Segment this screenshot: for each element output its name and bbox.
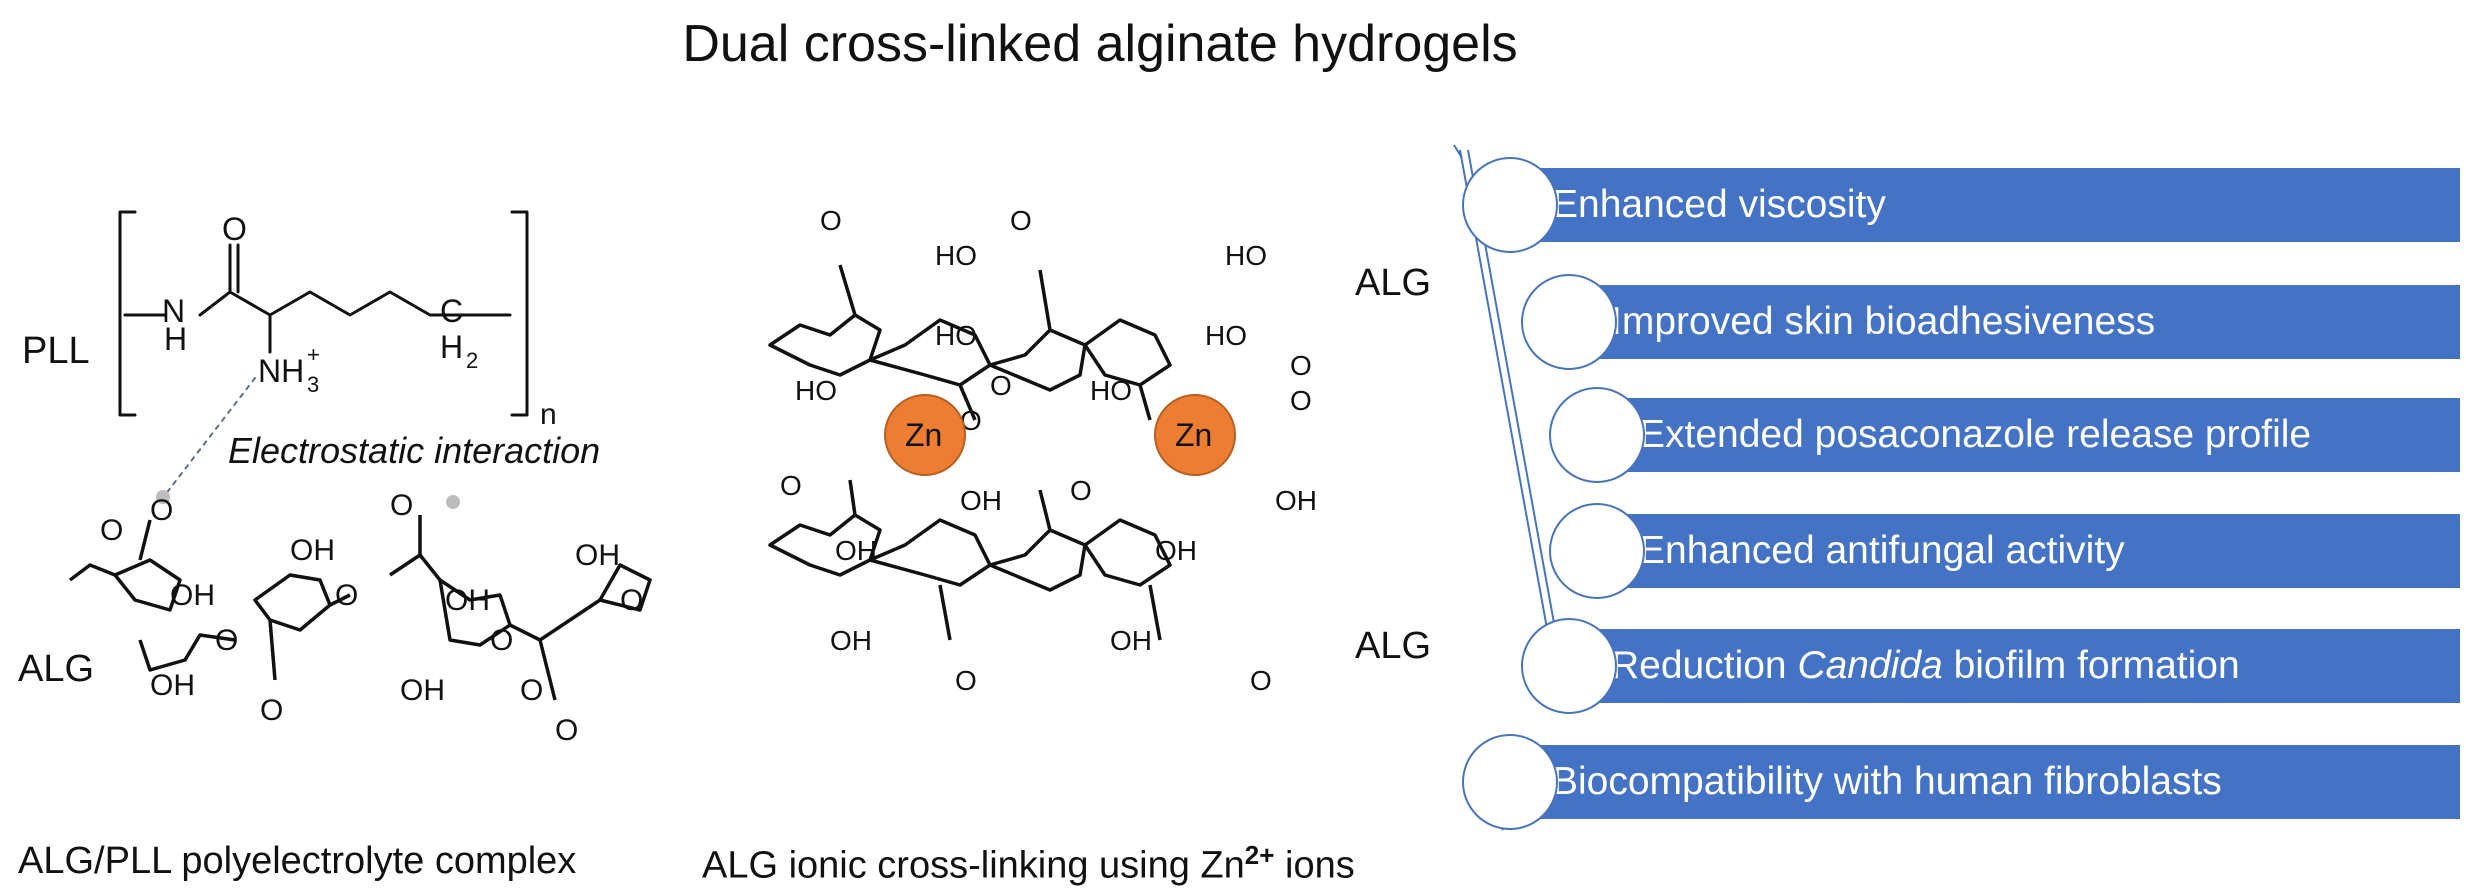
svg-text:O: O <box>620 584 643 617</box>
zn-label-1: Zn <box>905 417 943 453</box>
svg-text:O: O <box>990 370 1012 401</box>
benefit-circle-2 <box>1521 274 1617 370</box>
svg-text:OH: OH <box>1155 535 1197 566</box>
svg-text:OH: OH <box>1275 485 1317 516</box>
benefit-label-1: Enhanced viscosity <box>1552 183 1886 226</box>
svg-text:O: O <box>955 665 977 696</box>
svg-text:OH: OH <box>575 539 620 572</box>
benefit-label-5-italic: Candida <box>1797 644 1943 687</box>
benefit-label-3: Extended posaconazole release profile <box>1639 413 2312 456</box>
middle-caption: ALG ionic cross-linking using Zn2+ ions <box>702 840 1355 888</box>
svg-text:O: O <box>780 470 802 501</box>
alg-label-left: ALG <box>18 648 95 690</box>
benefit-circle-4 <box>1549 503 1645 599</box>
alg-label-bottom: ALG <box>1355 625 1432 667</box>
pll-backbone <box>198 290 512 317</box>
middle-caption-suffix: ions <box>1274 844 1355 887</box>
svg-text:OH: OH <box>1110 625 1152 656</box>
svg-text:O: O <box>100 514 123 547</box>
svg-text:HO: HO <box>1090 375 1132 406</box>
svg-text:O: O <box>390 489 413 522</box>
svg-text:HO: HO <box>1225 240 1267 271</box>
svg-text:O: O <box>260 694 283 727</box>
benefit-label-2: Improved skin bioadhesiveness <box>1611 300 2156 343</box>
benefit-item-4: Enhanced antifungal activity <box>1623 514 2460 588</box>
repeat-subscript: n <box>540 398 557 431</box>
benefit-circle-1 <box>1462 157 1558 253</box>
svg-text:HO: HO <box>935 320 977 351</box>
svg-text:2: 2 <box>466 348 478 373</box>
svg-text:O: O <box>222 211 247 247</box>
svg-text:H: H <box>164 321 187 357</box>
zn-ion-2 <box>1154 394 1236 476</box>
benefit-label-5: Reduction Candida biofilm formation <box>1611 644 2240 688</box>
middle-caption-sup: 2+ <box>1244 840 1275 870</box>
benefit-item-5: Reduction Candida biofilm formation <box>1595 629 2460 703</box>
alg-label-top: ALG <box>1355 262 1432 304</box>
svg-text:H: H <box>440 329 463 365</box>
svg-text:NH: NH <box>258 353 304 389</box>
benefit-item-6: Biocompatibility with human fibroblasts <box>1536 745 2460 819</box>
svg-text:OH: OH <box>960 485 1002 516</box>
svg-text:C: C <box>440 293 463 329</box>
zn-ion-1 <box>884 394 966 476</box>
benefit-item-3: Extended posaconazole release profile <box>1623 398 2460 472</box>
repeat-bracket-left <box>118 210 137 417</box>
svg-text:+: + <box>307 342 320 367</box>
svg-text:O: O <box>1010 205 1032 236</box>
svg-text:3: 3 <box>307 372 319 397</box>
pll-label: PLL <box>22 330 90 372</box>
benefit-label-5-before: Reduction <box>1611 644 1798 687</box>
svg-text:O: O <box>150 494 173 527</box>
left-caption: ALG/PLL polyelectrolyte complex <box>18 840 577 882</box>
svg-text:O: O <box>960 405 982 436</box>
svg-text:O: O <box>215 624 238 657</box>
svg-text:OH: OH <box>290 534 335 567</box>
benefit-circle-5 <box>1521 618 1617 714</box>
svg-text:HO: HO <box>1205 320 1247 351</box>
svg-text:O: O <box>520 674 543 707</box>
diagram-title: Dual cross-linked alginate hydrogels <box>682 15 1518 73</box>
svg-text:OH: OH <box>445 584 490 617</box>
svg-text:O: O <box>1290 385 1312 416</box>
svg-text:O: O <box>1250 665 1272 696</box>
svg-text:O: O <box>1070 475 1092 506</box>
middle-caption-text: ALG ionic cross-linking using Zn <box>702 844 1245 887</box>
zn-label-2: Zn <box>1175 417 1213 453</box>
svg-text:N: N <box>162 293 185 329</box>
benefit-item-1: Enhanced viscosity <box>1536 168 2460 242</box>
benefit-item-2: Improved skin bioadhesiveness <box>1595 285 2460 359</box>
svg-text:HO: HO <box>795 375 837 406</box>
svg-text:O: O <box>1290 350 1312 381</box>
svg-text:OH: OH <box>835 535 877 566</box>
svg-text:O: O <box>555 714 578 747</box>
svg-text:OH: OH <box>170 579 215 612</box>
benefit-label-4: Enhanced antifungal activity <box>1639 529 2125 572</box>
svg-text:HO: HO <box>935 240 977 271</box>
electrostatic-interaction-label: Electrostatic interaction <box>228 430 601 471</box>
svg-text:OH: OH <box>400 674 445 707</box>
svg-text:OH: OH <box>830 625 872 656</box>
svg-text:O: O <box>335 579 358 612</box>
svg-text:O: O <box>820 205 842 236</box>
benefit-label-5-after: biofilm formation <box>1942 644 2240 687</box>
benefit-circle-3 <box>1549 387 1645 483</box>
repeat-bracket-right <box>510 210 529 417</box>
benefit-label-6: Biocompatibility with human fibroblasts <box>1552 760 2222 803</box>
svg-text:O: O <box>490 624 513 657</box>
svg-text:OH: OH <box>150 669 195 702</box>
benefit-circle-6 <box>1462 734 1558 830</box>
